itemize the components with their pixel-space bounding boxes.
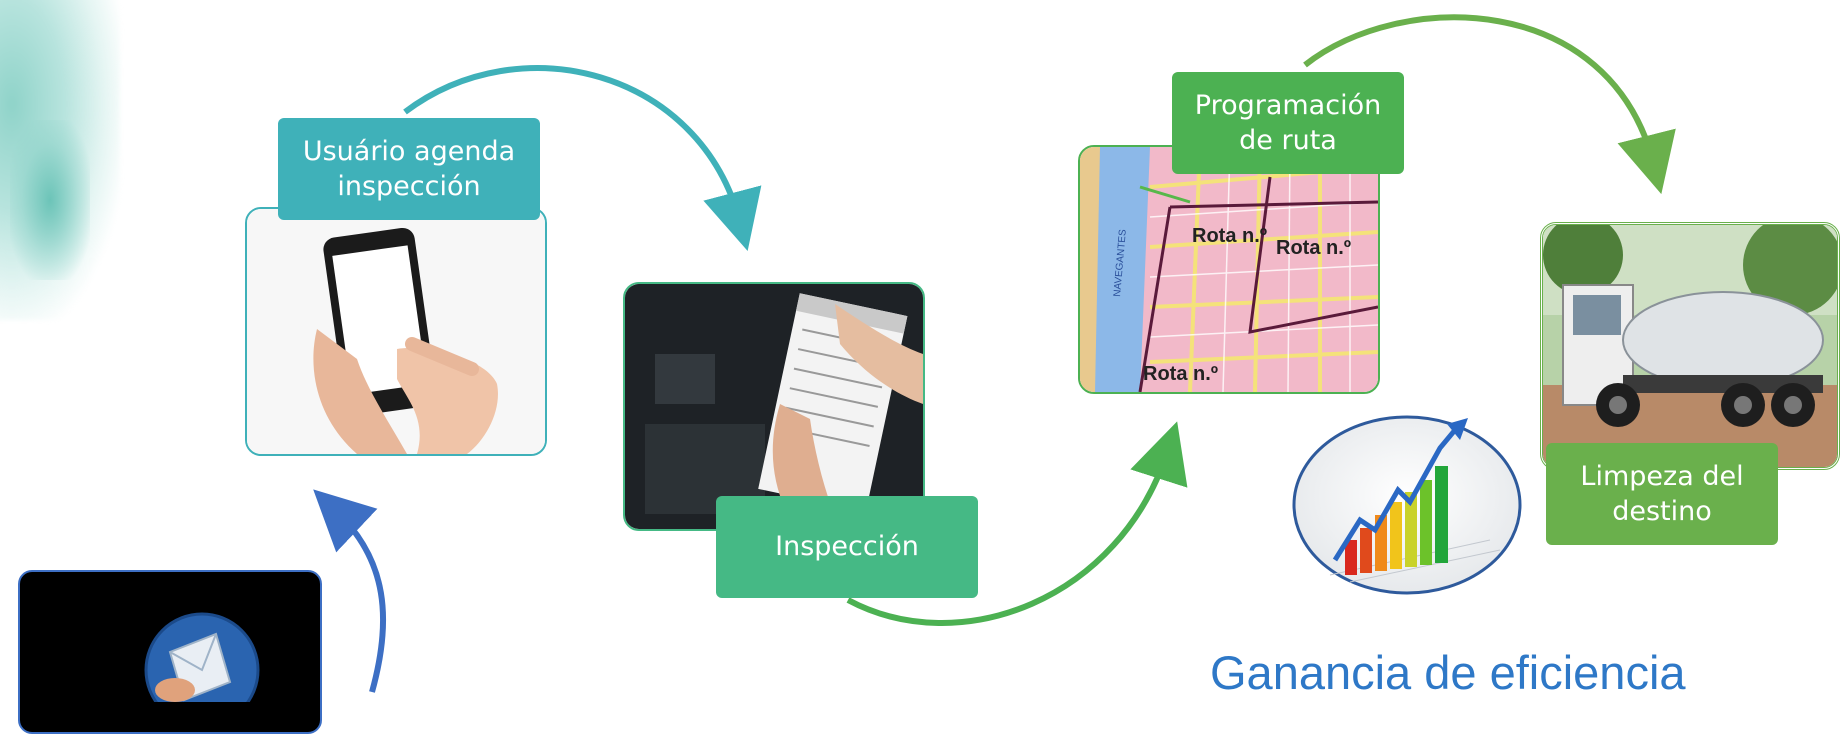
label-cleaning-text: Limpeza del destino — [1580, 460, 1744, 527]
label-inspection-text: Inspección — [775, 531, 919, 563]
envelope-icon — [144, 612, 260, 702]
arrow-email-to-schedule — [313, 489, 387, 693]
truck-card — [1540, 222, 1840, 470]
label-inspection: Inspección — [716, 496, 978, 598]
arrow-inspection-to-route — [846, 421, 1188, 626]
efficiency-title: Ganancia de eficiencia — [1210, 646, 1686, 699]
map-card: NAVEGANTES Rota n.º Rota n.º Rota n.º — [1078, 145, 1380, 394]
clipboard-icon — [625, 284, 923, 529]
growth-chart-icon — [1292, 415, 1522, 595]
map-route-label-3: Rota n.º — [1143, 363, 1218, 385]
map-route-label-1: Rota n.º — [1192, 225, 1267, 247]
map-icon: NAVEGANTES Rota n.º Rota n.º Rota n.º — [1080, 147, 1378, 392]
inspection-card — [623, 282, 925, 531]
label-route: Programación de ruta — [1172, 72, 1404, 174]
arrow-schedule-to-inspection — [403, 65, 762, 252]
email-card — [18, 570, 322, 734]
arrows-layer — [313, 14, 1676, 693]
label-route-text: Programación de ruta — [1194, 89, 1382, 156]
decorative-watercolor-accent — [10, 120, 90, 280]
smartphone-card — [245, 207, 547, 456]
label-schedule-text: Usuário agenda inspección — [302, 135, 516, 202]
smartphone-icon — [247, 209, 545, 454]
label-cleaning: Limpeza del destino — [1546, 443, 1778, 545]
arrow-route-to-cleaning — [1303, 14, 1676, 195]
truck-icon — [1543, 225, 1837, 467]
label-schedule: Usuário agenda inspección — [278, 118, 540, 220]
map-route-label-2: Rota n.º — [1276, 237, 1351, 259]
